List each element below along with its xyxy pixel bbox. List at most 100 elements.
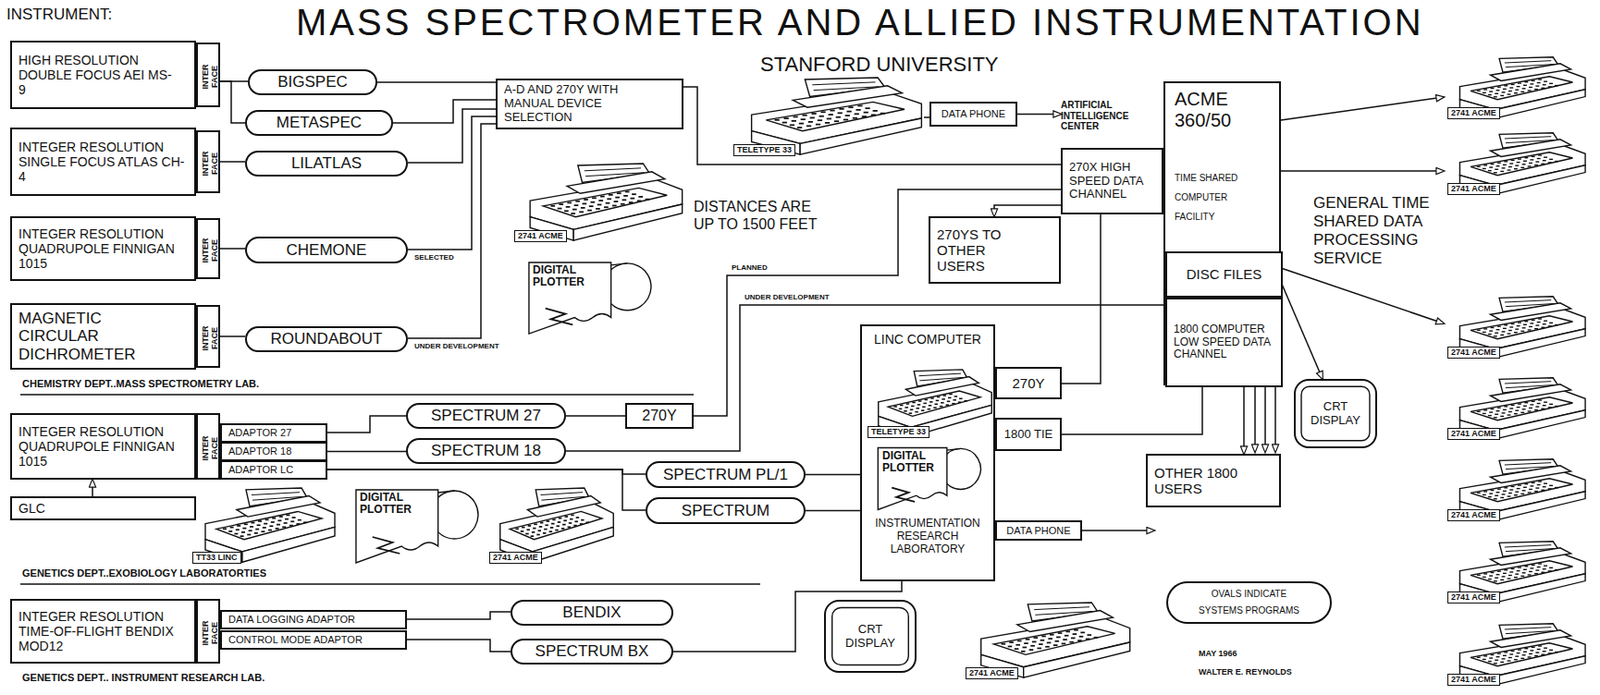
- key: [1534, 328, 1539, 330]
- key: [1529, 404, 1534, 406]
- node-text: SPECTRUM PL/1: [663, 466, 788, 485]
- key: [1508, 90, 1513, 92]
- process-box: MAGNETIC CIRCULAR DICHROMETER: [10, 303, 197, 370]
- key: [561, 528, 566, 530]
- key: [1503, 160, 1508, 162]
- key: [1549, 485, 1553, 487]
- key: [1489, 90, 1493, 92]
- key: [1496, 89, 1501, 91]
- key: [557, 521, 562, 524]
- key: [1489, 575, 1493, 577]
- key: [1508, 330, 1513, 332]
- channel-arrow: [1254, 385, 1256, 453]
- crt-display: CRT DISPLAY: [1293, 379, 1378, 449]
- program-oval: SPECTRUM 27: [406, 403, 567, 430]
- key: [222, 528, 227, 530]
- key: [1524, 483, 1528, 485]
- key: [1520, 412, 1525, 414]
- digital-plotter: DIGITAL PLOTTER: [525, 259, 653, 337]
- connector: [1280, 170, 1444, 173]
- key: [295, 523, 300, 526]
- key: [824, 122, 830, 124]
- key: [1537, 82, 1541, 84]
- key: [1554, 160, 1559, 162]
- key: [1503, 324, 1508, 326]
- key: [1036, 648, 1042, 651]
- key: [303, 521, 308, 524]
- key: [1534, 409, 1539, 411]
- key: [1528, 489, 1533, 491]
- key: [1500, 95, 1504, 97]
- key: [279, 516, 284, 518]
- key: [1056, 637, 1061, 640]
- node-text: SPECTRUM: [681, 502, 770, 521]
- node-text: 2741 ACME: [965, 667, 1019, 680]
- key: [1509, 326, 1514, 328]
- teletype-front: [800, 118, 922, 155]
- node-text: INTER FACE: [200, 147, 220, 181]
- node-text: INTER FACE: [200, 616, 220, 651]
- key: [1548, 570, 1552, 572]
- key: [815, 123, 821, 126]
- key: [228, 530, 233, 533]
- key: [921, 409, 925, 412]
- key: [608, 194, 614, 197]
- key: [1527, 165, 1532, 167]
- node-text: SPECTRUM 27: [430, 406, 542, 426]
- key: [1077, 640, 1083, 642]
- node-text: DATA PHONE: [941, 108, 1006, 121]
- key: [1543, 156, 1548, 158]
- node-text: DIGITAL PLOTTER: [882, 450, 955, 475]
- key: [1524, 320, 1528, 322]
- key: [1513, 413, 1518, 415]
- key: [1008, 646, 1013, 649]
- key: [1522, 572, 1527, 574]
- key: [1514, 328, 1519, 330]
- key: [539, 526, 543, 529]
- key: [1529, 159, 1534, 160]
- node-text: INTEGER RESOLUTION QUADRUPOLE FINNIGAN 1…: [18, 424, 185, 469]
- key: [276, 524, 281, 527]
- connector: [377, 81, 496, 84]
- key: [1513, 659, 1518, 661]
- key: [1513, 332, 1518, 333]
- key: [829, 110, 835, 112]
- connector: [327, 416, 407, 433]
- connector-label: PLANNED: [730, 263, 769, 272]
- key: [563, 519, 567, 522]
- key: [1538, 645, 1542, 647]
- key: [1503, 487, 1508, 489]
- program-oval: SPECTRUM BX: [510, 639, 674, 665]
- key: [1524, 157, 1528, 159]
- node-text: HIGH RESOLUTION DOUBLE FOCUS AEI MS-9: [18, 52, 176, 98]
- key: [1537, 403, 1541, 405]
- program-oval: OVALS INDICATE SYSTEMS PROGRAMS: [1166, 581, 1332, 625]
- key: [1489, 166, 1493, 168]
- key: [1476, 575, 1481, 577]
- teletype-terminal: 2741 ACME: [485, 487, 616, 567]
- connector: [91, 480, 94, 497]
- program-oval: LILATLAS: [245, 150, 408, 177]
- key: [1540, 654, 1545, 656]
- key: [1501, 658, 1506, 660]
- key: [789, 123, 795, 126]
- key: [1482, 577, 1487, 579]
- carriage: [792, 86, 902, 108]
- key: [1086, 634, 1092, 637]
- note-label: GENERAL TIME SHARED DATA PROCESSING SERV…: [1313, 194, 1471, 269]
- key: [1493, 172, 1498, 173]
- key: [292, 516, 296, 519]
- key: [1511, 651, 1515, 653]
- connector: [805, 474, 861, 477]
- process-box: 270X HIGH SPEED DATA CHANNEL: [1060, 147, 1164, 215]
- key: [918, 400, 923, 403]
- key: [1542, 405, 1547, 407]
- key: [964, 400, 969, 403]
- key: [1497, 488, 1502, 490]
- connector: [407, 116, 496, 250]
- node-text: TELETYPE 33: [867, 426, 930, 439]
- key: [1531, 80, 1536, 82]
- key: [520, 530, 525, 533]
- key: [540, 522, 544, 525]
- node-text: OVALS INDICATE SYSTEMS PROGRAMS: [1193, 586, 1305, 620]
